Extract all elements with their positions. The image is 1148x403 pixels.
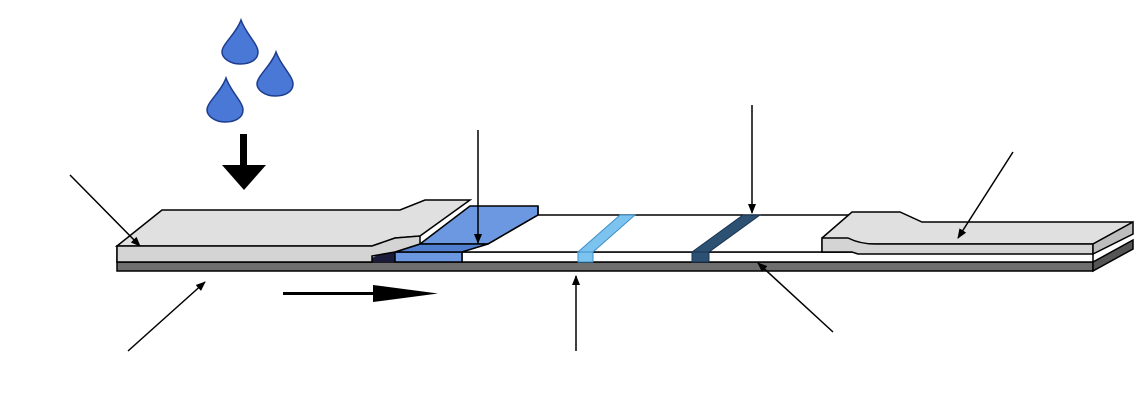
flow-direction-arrow xyxy=(283,285,438,302)
drop-icon xyxy=(221,17,259,65)
sample-application-arrow xyxy=(222,134,266,190)
conjugate-pad xyxy=(394,205,539,263)
absorbent-pad xyxy=(821,211,1134,256)
leader-backing-card xyxy=(127,281,206,352)
leader-sample-pad xyxy=(69,174,141,247)
sample-drops xyxy=(206,17,294,123)
leader-membrane xyxy=(757,262,834,333)
control-line-edge xyxy=(691,251,710,263)
drop-icon xyxy=(256,49,294,97)
test-line-edge xyxy=(577,251,594,263)
drop-icon xyxy=(206,75,244,123)
leader-absorbent-pad xyxy=(957,151,1014,239)
callout-leaders xyxy=(69,105,1014,352)
sample-pad xyxy=(114,199,473,263)
